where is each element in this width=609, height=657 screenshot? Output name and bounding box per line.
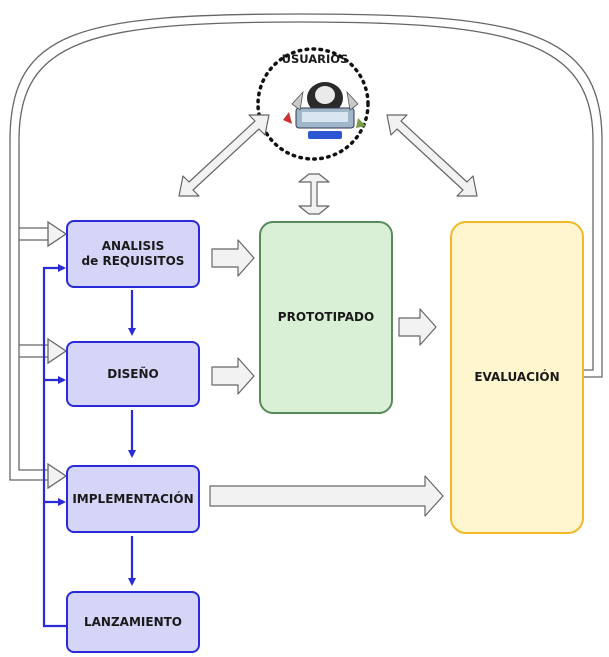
prototipado-block: PROTOTIPADO	[259, 221, 393, 414]
analisis-line1: ANALISIS	[101, 239, 165, 253]
feedback-loop-heads	[47, 220, 68, 490]
users-double-arrows	[178, 114, 478, 215]
prototipado-label: PROTOTIPADO	[277, 310, 375, 324]
diseno-block: DISEÑO	[66, 341, 200, 407]
evaluacion-block: EVALUACIÓN	[450, 221, 584, 534]
diseno-label: DISEÑO	[107, 366, 159, 381]
flow-arrows	[42, 264, 136, 628]
analisis-line2: de REQUISITOS	[81, 254, 185, 268]
block-arrows	[209, 239, 444, 517]
users-illustration-icon	[283, 82, 366, 139]
lanzamiento-label: LANZAMIENTO	[84, 614, 182, 629]
implementacion-label: IMPLEMENTACIÓN	[72, 491, 194, 506]
evaluacion-label: EVALUACIÓN	[474, 370, 560, 384]
feedback-loop-arrow	[9, 13, 603, 481]
lanzamiento-block: LANZAMIENTO	[66, 591, 200, 653]
implementacion-block: IMPLEMENTACIÓN	[66, 465, 200, 533]
users-label: USUARIOS	[281, 52, 349, 66]
analisis-requisitos-block: ANALISIS de REQUISITOS	[66, 220, 200, 288]
